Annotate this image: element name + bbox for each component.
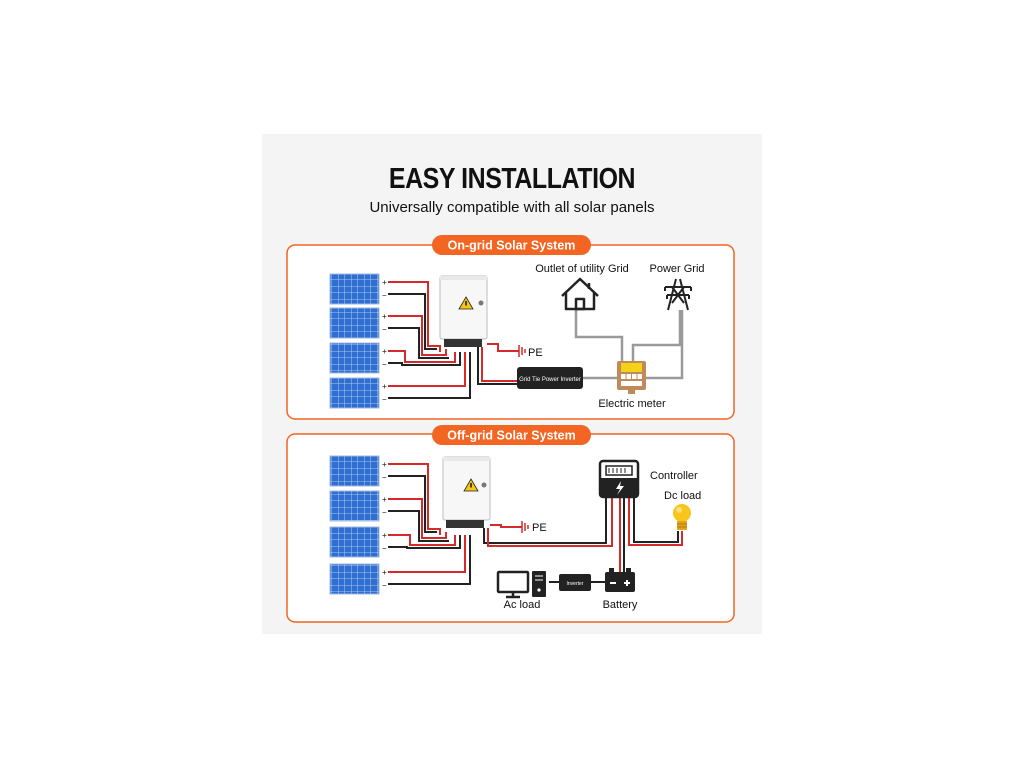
- light-bulb-icon: [673, 504, 691, 530]
- minus-terminal: −: [382, 360, 387, 369]
- solar-panel-icon: [329, 307, 380, 339]
- off-grid-header: Off-grid Solar System: [447, 429, 576, 443]
- off-grid-ground: PE: [490, 521, 547, 534]
- plus-terminal: +: [382, 531, 387, 540]
- controller-label: Controller: [650, 470, 698, 482]
- on-grid-panels: [329, 273, 380, 409]
- minus-terminal: −: [382, 508, 387, 517]
- power-grid-label: Power Grid: [649, 263, 704, 275]
- electric-meter-icon: [617, 361, 646, 394]
- minus-terminal: −: [382, 325, 387, 334]
- bolt-icon: [616, 481, 624, 495]
- on-grid-section: On-grid Solar System + − + − + − + −: [286, 235, 735, 420]
- controller-icon: [598, 459, 640, 499]
- inverter-icon: Grid Tie Power Inverter: [517, 367, 583, 389]
- solar-panel-icon: [329, 526, 380, 558]
- on-grid-ground: PE: [487, 343, 543, 359]
- solar-panel-icon: [329, 273, 380, 305]
- grid-tie-inverter-label: Grid Tie Power Inverter: [519, 377, 581, 383]
- pe-label: PE: [532, 522, 547, 534]
- ground-icon: [521, 521, 529, 533]
- ac-load-label: Ac load: [504, 599, 541, 611]
- battery-icon: [605, 568, 635, 592]
- plus-terminal: +: [382, 568, 387, 577]
- off-grid-section: Off-grid Solar System + − + − + − + −: [286, 425, 735, 623]
- plus-terminal: +: [382, 382, 387, 391]
- on-grid-header: On-grid Solar System: [448, 239, 576, 253]
- on-grid-terminals: + − + − + − + −: [382, 278, 387, 404]
- dc-load-label: Dc load: [664, 490, 701, 502]
- computer-icon: [496, 570, 546, 599]
- plus-terminal: +: [382, 460, 387, 469]
- ground-icon: [518, 345, 526, 357]
- off-grid-header-pill: [432, 425, 591, 445]
- minus-terminal: −: [382, 473, 387, 482]
- solar-panel-icon: [329, 563, 380, 595]
- plus-terminal: +: [382, 278, 387, 287]
- on-grid-panel-wires: [388, 281, 471, 399]
- solar-panel-icon: [329, 490, 380, 522]
- combiner-box-icon: [442, 456, 491, 528]
- off-grid-panels: [329, 455, 380, 595]
- minus-terminal: −: [382, 291, 387, 300]
- page-title: EASY INSTALLATION: [388, 163, 636, 195]
- electric-meter-label: Electric meter: [598, 398, 666, 410]
- minus-terminal: −: [382, 395, 387, 404]
- outlet-of-utility-grid-label: Outlet of utility Grid: [535, 263, 629, 275]
- plus-terminal: +: [382, 495, 387, 504]
- solar-panel-icon: [329, 342, 380, 374]
- off-grid-panel-wires: [388, 463, 471, 585]
- minus-terminal: −: [382, 544, 387, 553]
- combiner-box-icon: [439, 275, 488, 347]
- on-grid-header-pill: [432, 235, 591, 255]
- solar-panel-icon: [329, 455, 380, 487]
- battery-label: Battery: [603, 599, 638, 611]
- minus-terminal: −: [382, 581, 387, 590]
- solar-panel-icon: [329, 377, 380, 409]
- inverter-icon: Inverter: [559, 574, 591, 591]
- off-grid-terminals: + − + − + − + −: [382, 460, 387, 590]
- plus-terminal: +: [382, 312, 387, 321]
- grid-wires: [574, 308, 684, 380]
- plus-terminal: +: [382, 347, 387, 356]
- pe-label: PE: [528, 347, 543, 359]
- power-tower-icon: [664, 278, 692, 311]
- off-grid-inverter-label: Inverter: [567, 581, 584, 587]
- page-subtitle: Universally compatible with all solar pa…: [369, 199, 655, 216]
- house-icon: [561, 277, 599, 311]
